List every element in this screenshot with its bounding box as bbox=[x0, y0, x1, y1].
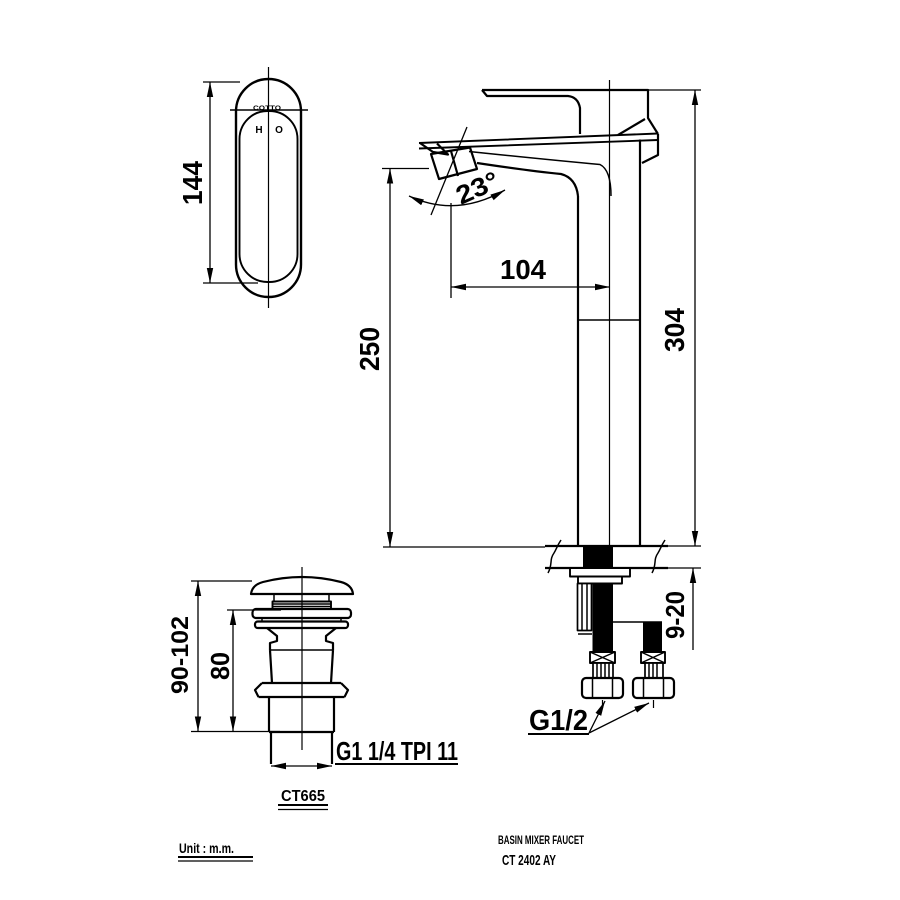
dim-deck-thickness bbox=[668, 567, 701, 650]
hex-nut-right bbox=[631, 676, 676, 700]
hex-nut-left bbox=[580, 676, 625, 700]
supply-hose-left bbox=[592, 583, 613, 653]
handle-top-view bbox=[230, 67, 308, 308]
unit-label-underline bbox=[178, 856, 253, 862]
dim-spout-height bbox=[382, 167, 545, 548]
faucet-column bbox=[576, 139, 642, 546]
dim-overall-height bbox=[648, 89, 701, 547]
dim-drain-height-range bbox=[191, 580, 280, 733]
dim-drain-body-height-label: 80 bbox=[205, 652, 235, 680]
brand-logo: COTTO bbox=[253, 106, 281, 112]
drain-model-label: CT665 bbox=[281, 788, 325, 805]
dim-spout-angle bbox=[408, 126, 506, 216]
dim-drain-body-height bbox=[227, 609, 281, 732]
dim-spout-reach-label: 104 bbox=[500, 254, 546, 285]
spout-body bbox=[476, 161, 580, 197]
unit-label: Unit : m.m. bbox=[179, 840, 234, 856]
countertop-section bbox=[545, 539, 668, 635]
break-mark-right bbox=[651, 539, 666, 574]
product-type-label: BASIN MIXER FAUCET bbox=[498, 833, 584, 847]
dim-spout-angle-label: 23° bbox=[451, 165, 503, 210]
dim-drain-height-range-label: 90-102 bbox=[167, 616, 194, 694]
dim-drain-thread bbox=[271, 762, 458, 770]
aerator bbox=[429, 146, 479, 181]
dim-spout-reach bbox=[450, 203, 610, 298]
dim-handle-length bbox=[203, 81, 258, 284]
dim-handle-length-label: 144 bbox=[177, 161, 208, 205]
drain-model-underline bbox=[278, 804, 328, 811]
cold-marker: O bbox=[275, 125, 283, 136]
mounting-stud bbox=[576, 582, 593, 635]
break-mark-left bbox=[547, 539, 562, 574]
cartridge-housing bbox=[641, 134, 660, 164]
dim-spout-height-label: 250 bbox=[354, 327, 385, 371]
hot-marker: H bbox=[255, 125, 262, 136]
supply-hose-right bbox=[643, 622, 662, 652]
supply-thread-label: G1/2 bbox=[529, 705, 588, 737]
dim-deck-thickness-label: 9-20 bbox=[660, 591, 690, 639]
faucet-side-view bbox=[418, 80, 660, 546]
model-number-label: CT 2402 AY bbox=[502, 852, 556, 869]
dim-overall-height-label: 304 bbox=[659, 308, 690, 352]
mounting-shank bbox=[583, 546, 613, 568]
supply-hoses bbox=[580, 583, 676, 708]
supply-thread-callout bbox=[528, 700, 650, 735]
drain-assembly bbox=[249, 567, 355, 764]
lever-handle bbox=[481, 88, 659, 136]
drain-cap bbox=[249, 575, 355, 596]
drain-thread-label: G1 1/4 TPI 11 bbox=[336, 736, 458, 766]
